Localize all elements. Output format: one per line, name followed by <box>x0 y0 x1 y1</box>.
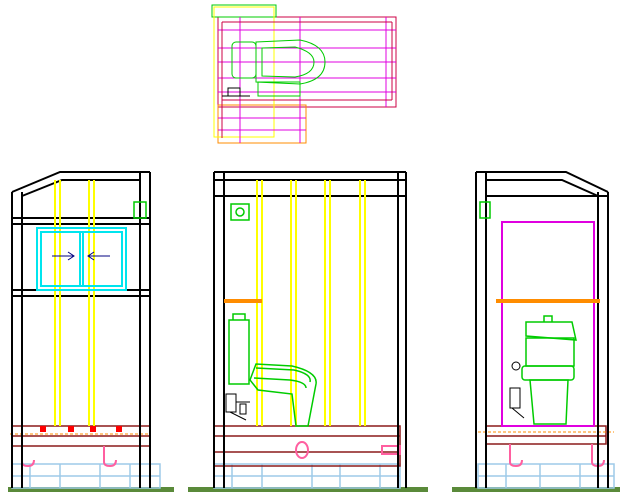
front-columns <box>256 180 366 426</box>
plan-extension-outline <box>217 104 307 144</box>
plan-yellow-frame <box>213 6 275 138</box>
front-lamp-icon <box>230 203 250 221</box>
left-ground <box>8 487 174 492</box>
front-ground <box>188 487 428 492</box>
front-plumbing <box>225 393 250 421</box>
right-pipes <box>509 444 605 468</box>
right-elevation <box>452 171 620 492</box>
left-window-arrows <box>52 251 110 261</box>
left-window <box>36 227 127 291</box>
left-base-red-dots <box>40 426 122 432</box>
right-plumbing <box>509 361 525 419</box>
left-pipes <box>21 446 117 468</box>
left-footings <box>11 463 161 489</box>
left-elevation <box>8 171 174 492</box>
right-frame <box>475 171 609 488</box>
right-footings <box>477 463 615 489</box>
front-pipe-fittings <box>295 441 401 459</box>
plan-red-lines <box>221 21 393 138</box>
front-toilet <box>228 313 317 427</box>
plan-green-frame <box>211 4 277 18</box>
right-ground <box>452 487 620 492</box>
front-frame <box>213 171 407 488</box>
left-columns <box>54 180 95 426</box>
right-toilet <box>521 315 577 425</box>
plan-view <box>211 4 397 144</box>
plan-toilet-icon <box>231 39 326 97</box>
left-base <box>11 425 151 447</box>
right-base <box>485 425 607 445</box>
plan-magenta-lines <box>218 17 396 143</box>
front-elevation <box>188 171 428 492</box>
right-wall-panel <box>501 221 595 427</box>
front-footings <box>213 463 401 489</box>
left-lamp-icon <box>133 201 147 219</box>
right-lamp-icon <box>479 201 491 219</box>
plan-fitting <box>222 87 250 97</box>
left-frame <box>11 171 151 488</box>
